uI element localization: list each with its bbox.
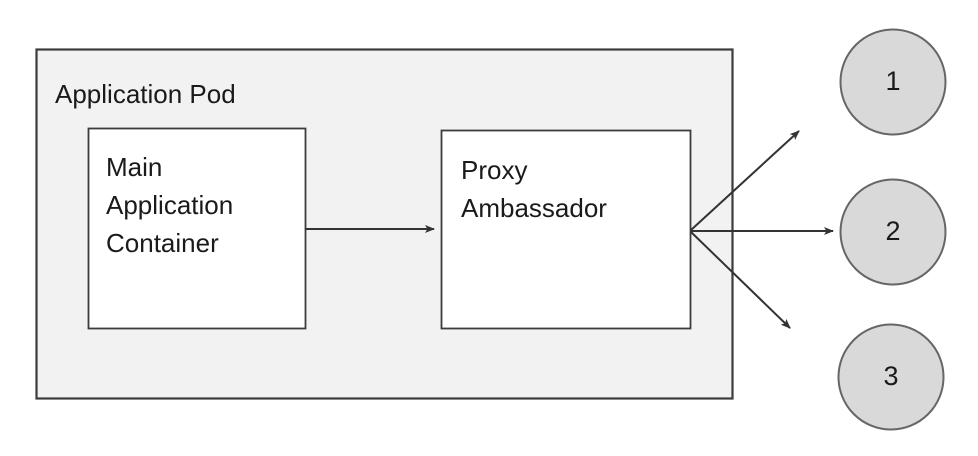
connector-proxy-to-service-1 bbox=[690, 130, 800, 231]
main-application-container-box bbox=[87, 127, 307, 330]
external-service-3-label: 3 bbox=[883, 361, 899, 391]
external-service-2-label: 2 bbox=[885, 216, 901, 246]
application-pod-label: Application Pod bbox=[55, 79, 236, 109]
external-service-2-circle bbox=[839, 178, 947, 286]
main-application-container-label: Main Application Container bbox=[106, 152, 234, 258]
external-service-1-circle bbox=[839, 28, 947, 136]
proxy-ambassador-label: Proxy Ambassador bbox=[461, 155, 607, 223]
connector-proxy-to-service-3 bbox=[690, 231, 791, 329]
external-service-1-label: 1 bbox=[885, 66, 901, 96]
external-service-3-circle bbox=[837, 323, 945, 431]
proxy-ambassador-box bbox=[440, 129, 692, 330]
